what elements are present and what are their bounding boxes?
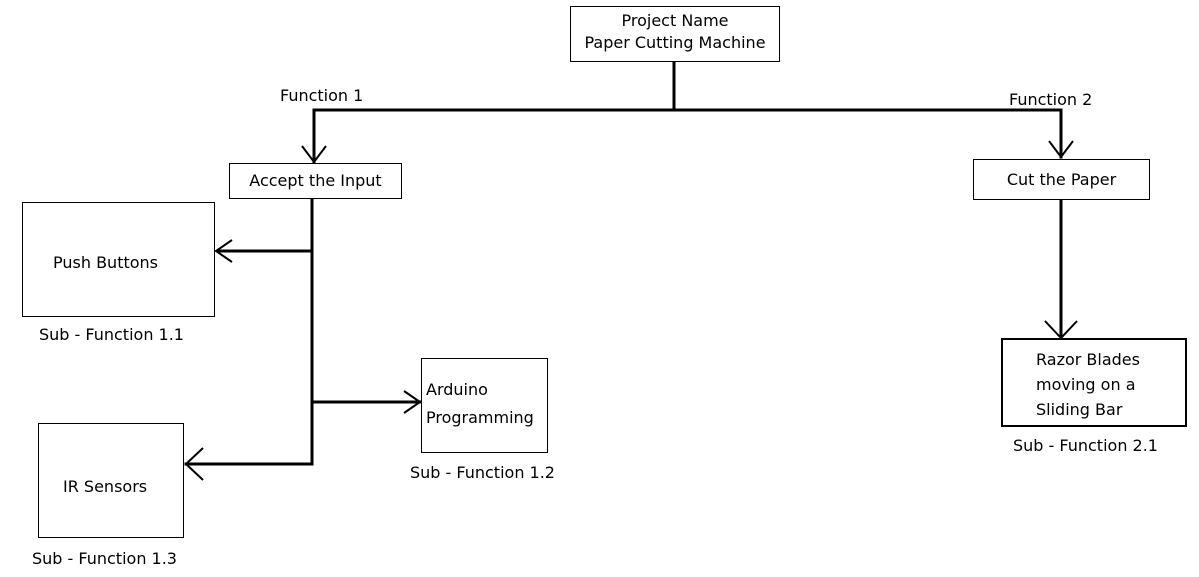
arrowhead-arduino [403, 390, 422, 414]
sub-function-1-2-label: Sub - Function 1.2 [410, 463, 555, 482]
arduino-programming-box: Arduino Programming [421, 358, 548, 453]
arrowhead-push-buttons [214, 239, 233, 263]
sub-function-1-3-label: Sub - Function 1.3 [32, 549, 177, 568]
function-1-label: Function 1 [280, 86, 364, 105]
project-box: Project Name Paper Cutting Machine [570, 6, 780, 62]
function-1-box: Accept the Input [229, 163, 402, 199]
project-name: Paper Cutting Machine [584, 33, 766, 52]
arrowhead-ir-sensors [184, 447, 204, 481]
razor-blades-box: Razor Blades moving on a Sliding Bar [1001, 338, 1187, 427]
project-title: Project Name [621, 11, 729, 30]
ir-sensors-box: IR Sensors [38, 423, 184, 538]
function-2-label: Function 2 [1009, 90, 1093, 109]
arrowhead-function-2 [1048, 140, 1074, 159]
push-buttons-box: Push Buttons [22, 202, 215, 317]
sub-function-1-1-label: Sub - Function 1.1 [39, 325, 184, 344]
sub-function-2-1-label: Sub - Function 2.1 [1013, 436, 1158, 455]
function-2-box: Cut the Paper [973, 159, 1150, 200]
arrowhead-function-1 [301, 145, 327, 164]
